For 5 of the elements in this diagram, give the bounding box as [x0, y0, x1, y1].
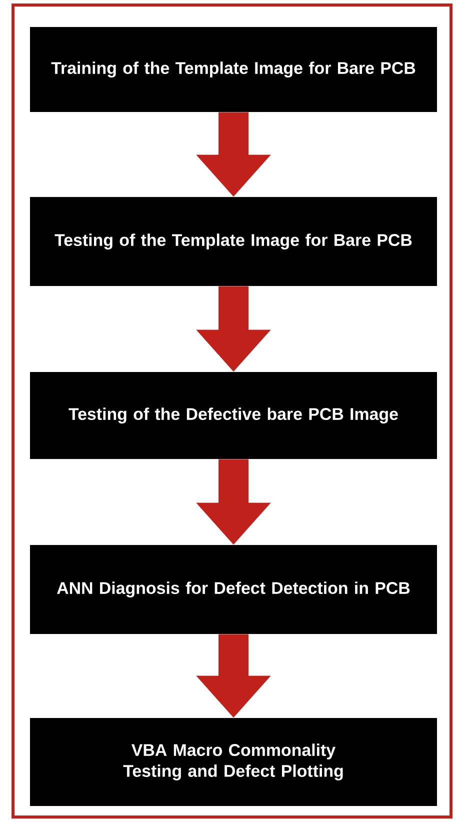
- process-box: Testing of the Defective bare PCB Image: [30, 372, 437, 459]
- process-box: VBA Macro Commonality Testing and Defect Plotting: [30, 718, 437, 806]
- process-box: ANN Diagnosis for Defect Detection in PCB: [30, 545, 437, 634]
- process-box: Testing of the Template Image for Bare PCB: [30, 197, 437, 286]
- process-box: Training of the Template Image for Bare PCB: [30, 27, 437, 112]
